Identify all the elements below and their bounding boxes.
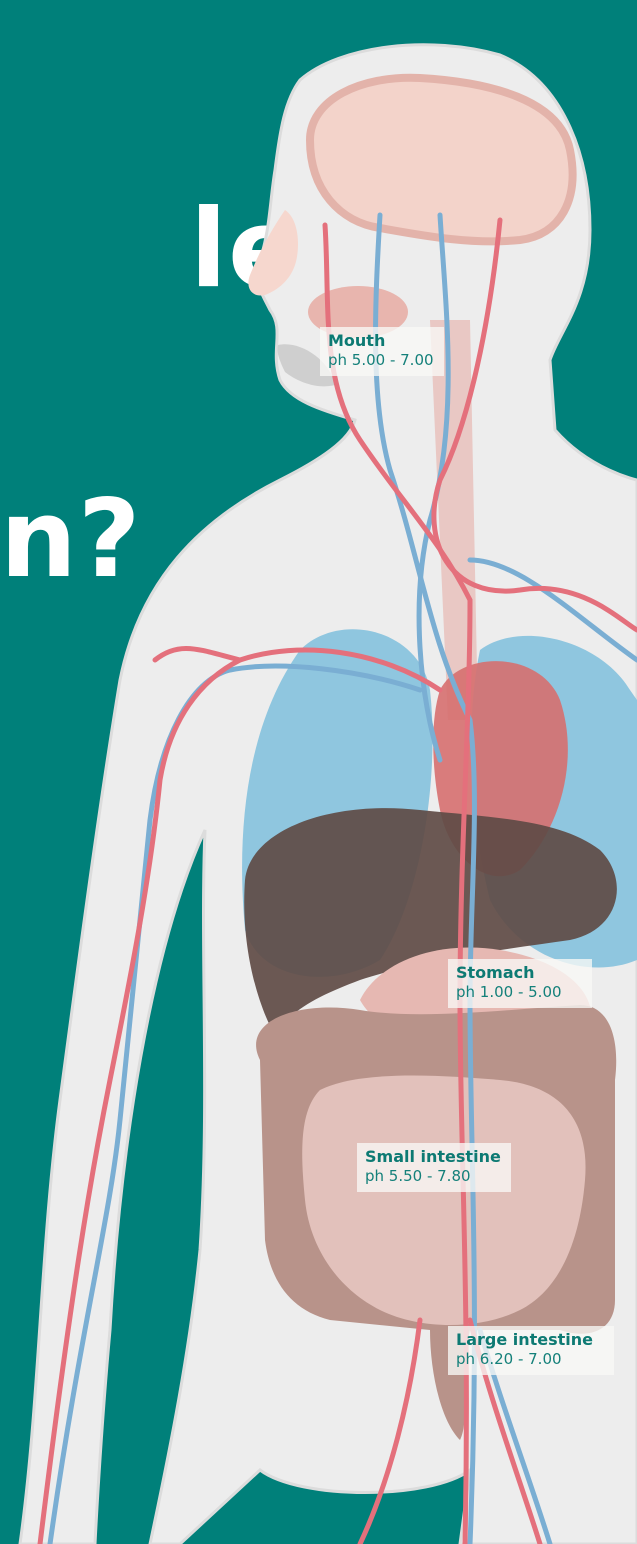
label-mouth-ph: ph 5.00 - 7.00	[328, 351, 434, 370]
label-stomach-name: Stomach	[456, 963, 582, 983]
label-mouth-name: Mouth	[328, 331, 434, 351]
label-large-intestine: Large intestine ph 6.20 - 7.00	[448, 1326, 614, 1375]
label-mouth: Mouth ph 5.00 - 7.00	[320, 327, 444, 376]
label-large-intestine-name: Large intestine	[456, 1330, 604, 1350]
label-stomach-ph: ph 1.00 - 5.00	[456, 983, 582, 1002]
label-small-intestine-name: Small intestine	[365, 1147, 501, 1167]
label-small-intestine: Small intestine ph 5.50 - 7.80	[357, 1143, 511, 1192]
label-stomach: Stomach ph 1.00 - 5.00	[448, 959, 592, 1008]
label-large-intestine-ph: ph 6.20 - 7.00	[456, 1350, 604, 1369]
label-small-intestine-ph: ph 5.50 - 7.80	[365, 1167, 501, 1186]
